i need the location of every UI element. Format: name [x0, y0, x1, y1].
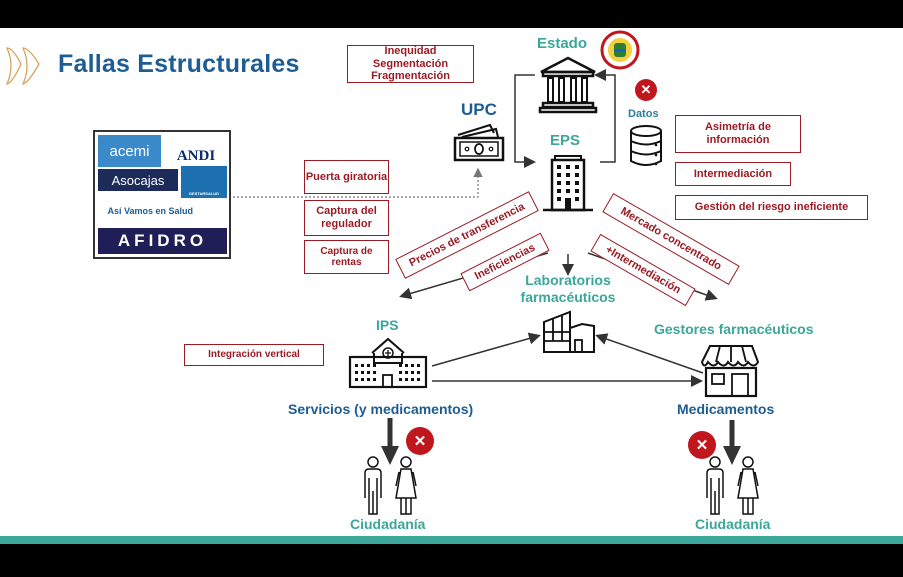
gestores-label: Gestores farmacéuticos: [654, 321, 814, 337]
hospital-icon: [348, 337, 428, 389]
loop-estado-to-eps: [514, 74, 536, 168]
logo-andi: ANDI: [176, 147, 216, 164]
database-icon: [630, 125, 662, 166]
failure-inequidad: Inequidad Segmentación Fragmentación: [347, 45, 474, 83]
page-title: Fallas Estructurales: [58, 50, 300, 78]
arrow-head-medicamentos: [723, 446, 741, 465]
x-mark-icon-datos: ✕: [635, 79, 657, 101]
failure-captura-regulador: Captura del regulador: [304, 200, 389, 236]
failure-puerta-giratoria: Puerta giratoria: [304, 160, 389, 194]
failure-intermediacion: Intermediación: [675, 162, 791, 186]
footer-teal-bar: [0, 536, 903, 544]
eps-label: EPS: [550, 132, 581, 149]
estado-label: Estado: [537, 35, 588, 52]
connector-lines: [233, 69, 741, 465]
logo-acemi: acemi: [98, 135, 161, 167]
servicios-label: Servicios (y medicamentos): [288, 401, 474, 417]
logo-asi-vamos-en-salud: Así Vamos en Salud: [107, 206, 193, 216]
datos-label: Datos: [628, 108, 659, 120]
ips-label: IPS: [376, 317, 399, 333]
medicamentos-label: Medicamentos: [677, 401, 775, 417]
factory-icon: [543, 310, 595, 353]
industry-logos-panel: acemi ANDI Asocajas GESTARSALUD Así Vamo…: [93, 130, 231, 259]
slide: Fallas Estructurales Estado Inequidad Se…: [0, 28, 903, 536]
upc-label: UPC: [461, 100, 497, 119]
money-bill-icon: [453, 123, 505, 162]
arrow-ips-to-labs: [431, 332, 541, 367]
laboratorios-label: Laboratorios farmacéuticos: [520, 272, 616, 305]
x-mark-icon-medicamentos: ✕: [688, 431, 716, 459]
failure-captura-rentas: Captura de rentas: [304, 240, 389, 274]
ciudadania-left-label: Ciudadanía: [350, 516, 426, 532]
failure-gestion-riesgo: Gestión del riesgo ineficiente: [675, 195, 868, 220]
citizens-icon-right: [706, 456, 759, 515]
office-building-icon: [543, 155, 593, 212]
logo-afidro: AFIDRO: [98, 228, 227, 254]
store-icon: [700, 345, 760, 398]
loop-eps-to-estado: [594, 69, 616, 163]
x-mark-icon-servicios: ✕: [406, 427, 434, 455]
failure-asimetria: Asimetría de información: [675, 115, 801, 153]
ciudadania-right-label: Ciudadanía: [695, 516, 771, 532]
dotted-logos-to-upc: [233, 167, 483, 198]
arrow-head-servicios: [381, 446, 399, 465]
government-building-icon: [538, 56, 598, 114]
chevron-double-icon: [5, 47, 40, 86]
failure-integracion-vertical: Integración vertical: [184, 344, 324, 366]
citizens-icon-left: [364, 456, 417, 515]
logo-gestarsalud: GESTARSALUD: [181, 166, 227, 198]
logo-asocajas: Asocajas: [98, 169, 178, 191]
colombia-coat-of-arms-icon: [600, 30, 640, 70]
arrow-gestores-to-labs: [595, 333, 704, 374]
